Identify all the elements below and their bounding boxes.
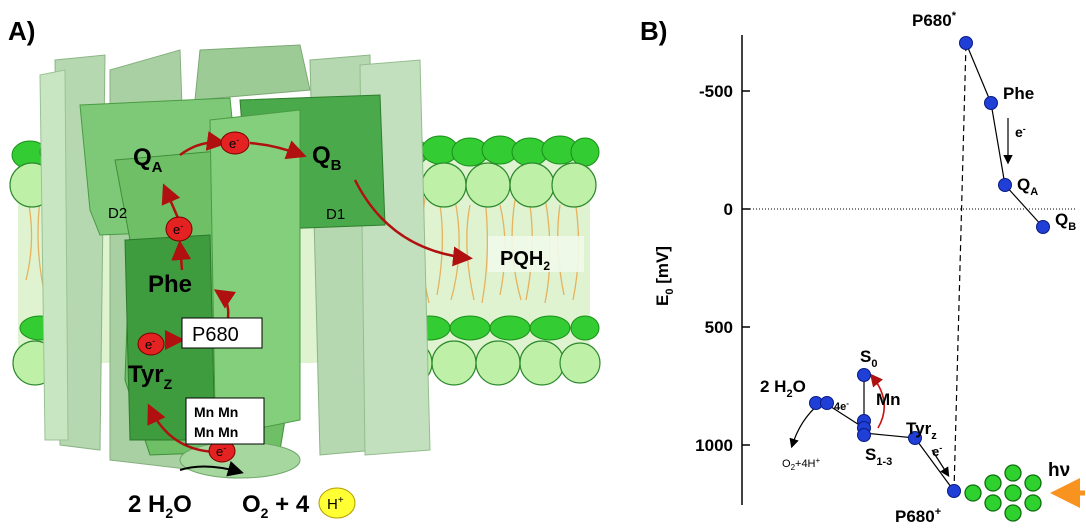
phe-b-label: Phe — [1003, 84, 1034, 103]
mn-cycle-arrow — [869, 373, 885, 429]
s0-label: S0 — [860, 347, 877, 370]
tick-label: -500 — [699, 82, 733, 101]
tyrz-b-label: Tyrz — [906, 419, 937, 442]
y-axis-label: E0 [mV] — [653, 246, 676, 306]
mn-row-2: Mn Mn — [194, 424, 238, 440]
oxygen-b-label: O2+4H+ — [782, 456, 821, 472]
pqh2-label: PQH2 — [500, 248, 550, 273]
pqh2-bg — [488, 236, 584, 272]
tick-label: 1000 — [695, 436, 733, 455]
panel-b: B) -500 0 500 1000 E0 [mV] — [640, 10, 1085, 526]
point-p680-plus — [947, 484, 961, 498]
panel-b-label: B) — [640, 16, 667, 46]
panel-a-label: A) — [8, 16, 35, 46]
p680-label: P680 — [192, 324, 239, 346]
panel-a: A) — [8, 16, 601, 521]
tyrz-label: TyrZ — [128, 361, 173, 392]
electron-b-label: e- — [932, 443, 942, 459]
qa-label: QA — [133, 144, 163, 176]
electron-badge — [220, 131, 250, 155]
point-qb — [1036, 220, 1050, 234]
water-label: 2 H2O — [128, 491, 192, 521]
water-b-label: 2 H2O — [760, 377, 806, 400]
s13-label: S1-3 — [865, 445, 892, 468]
p680-star-label: P680* — [912, 10, 957, 30]
tyrz-transfer-arrow — [931, 449, 950, 478]
mn-b-label: Mn — [876, 390, 901, 409]
phe-label: Phe — [148, 271, 192, 298]
point-p680-star — [959, 36, 973, 50]
psii-protein — [39, 44, 431, 479]
point-s3 — [857, 428, 871, 442]
light-label: hν — [1048, 460, 1070, 481]
oxygen-label: O2 + 4 — [242, 491, 310, 521]
point-tyrz — [908, 431, 922, 445]
electron-b-label: e- — [1015, 124, 1026, 140]
point-phe — [984, 96, 998, 110]
electron-path-arrows — [147, 131, 473, 454]
energy-points — [809, 36, 1050, 498]
d1-label: D1 — [326, 206, 345, 223]
electron-badges: e- e- e- e- — [137, 131, 250, 463]
mn-row-1: Mn Mn — [194, 404, 238, 420]
electron-badge — [137, 332, 165, 356]
qb-b-label: QB — [1055, 210, 1076, 233]
water-oxidation-arrow — [179, 461, 244, 477]
tick-label: 0 — [724, 200, 733, 219]
antenna-cluster — [964, 464, 1042, 522]
four-electron-label: 4e- — [834, 399, 849, 413]
mn-cluster-box — [185, 397, 265, 445]
electron-label: e- — [173, 221, 183, 237]
qb-label: QB — [312, 142, 342, 174]
proton-badge — [318, 487, 356, 519]
y-axis-ticks — [742, 90, 750, 446]
p680-plus-label: P680+ — [895, 506, 941, 526]
qa-b-label: QA — [1017, 175, 1038, 198]
proton-label: H+ — [327, 495, 344, 513]
electron-label: e- — [229, 135, 239, 151]
tick-label: 500 — [705, 318, 733, 337]
electron-label: e- — [216, 443, 226, 459]
d2-label: D2 — [108, 205, 127, 222]
electron-badge — [165, 216, 193, 242]
point-qa — [998, 178, 1012, 192]
point-water-2 — [820, 396, 834, 410]
point-s0 — [857, 368, 871, 382]
electron-label: e- — [145, 336, 155, 352]
p680-box — [181, 317, 263, 349]
